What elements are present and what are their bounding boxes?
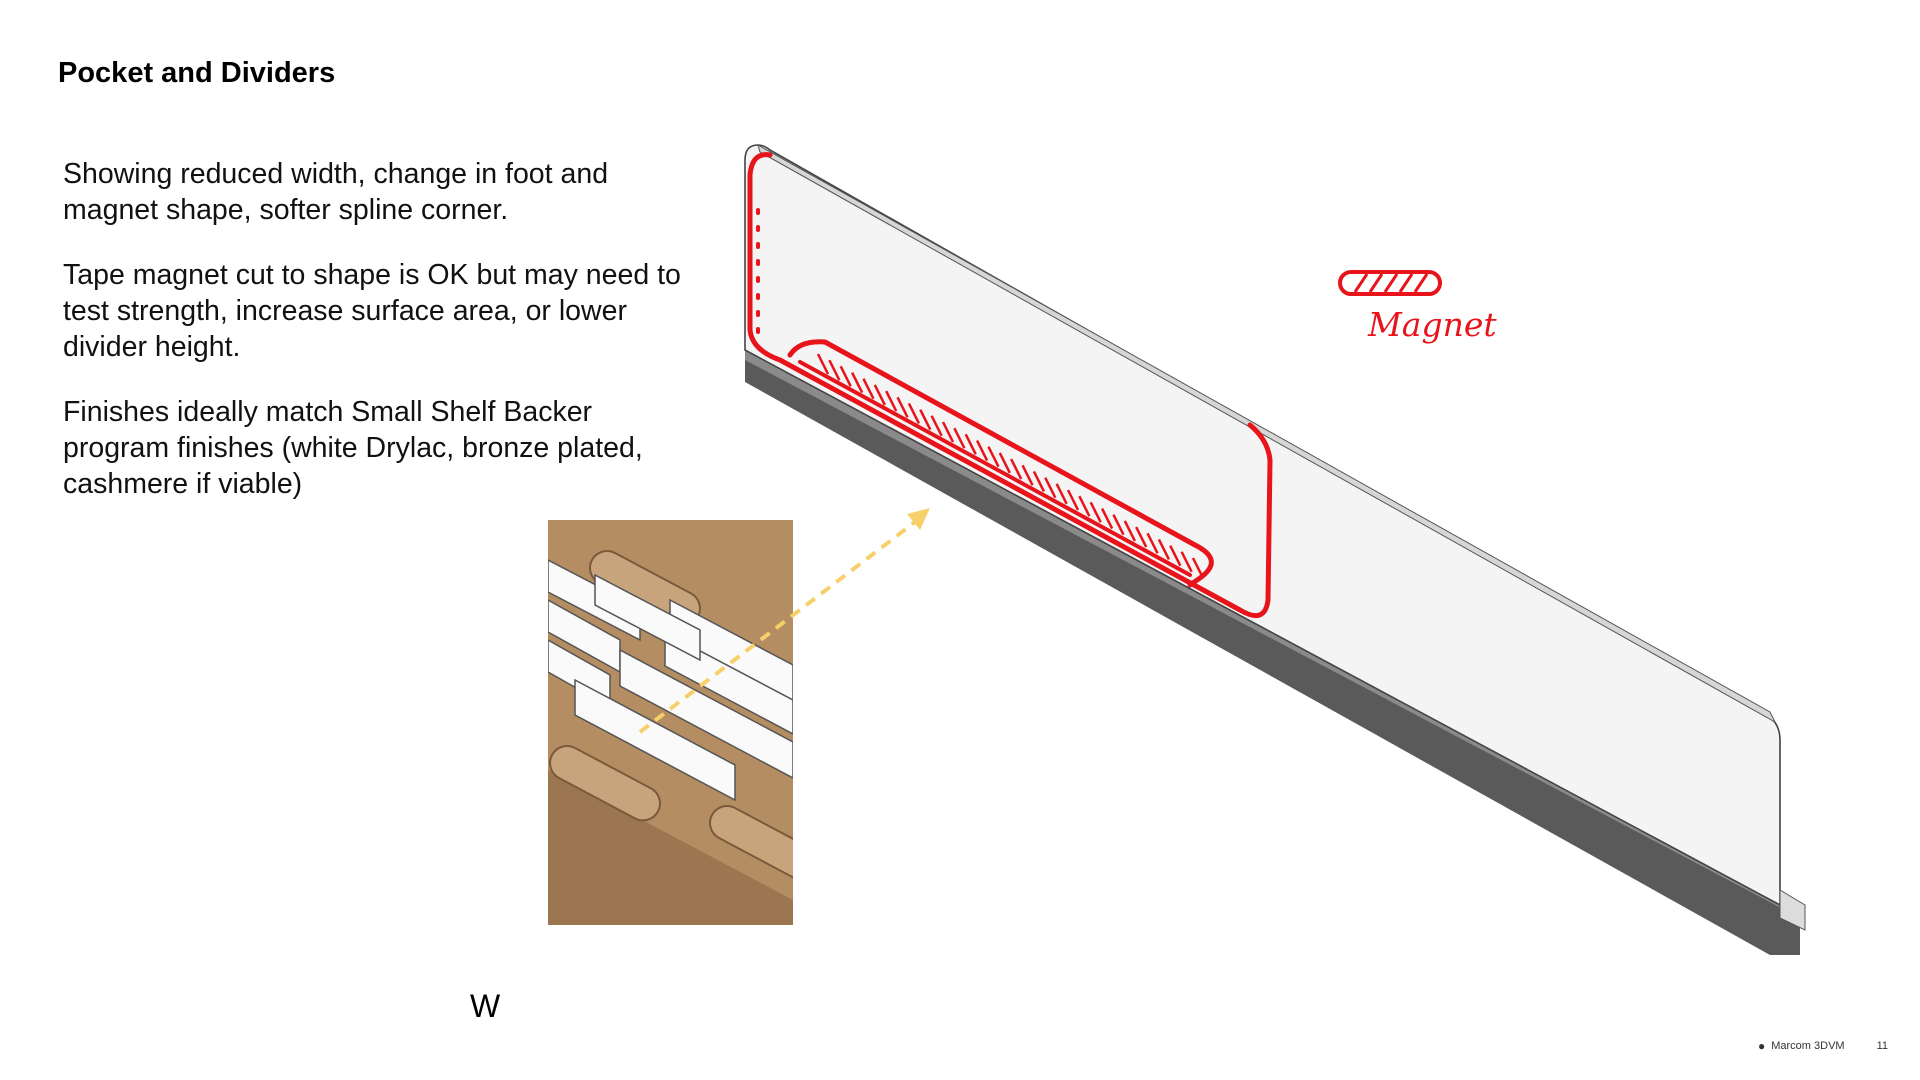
body-text: Showing reduced width, change in foot an…	[63, 156, 703, 531]
hatch-stroke	[1180, 551, 1193, 573]
hatch-stroke	[1078, 495, 1091, 517]
hatch-stroke	[1089, 501, 1102, 523]
hatch-stroke	[1010, 458, 1023, 480]
hatch-stroke	[816, 353, 830, 375]
hatch-stroke	[1169, 545, 1182, 567]
divider-render	[744, 143, 1806, 955]
magnet-annotation: Magnet	[1367, 305, 1497, 344]
hatch-stroke	[862, 378, 875, 400]
hatch-stroke	[907, 402, 921, 425]
hatch-stroke	[987, 446, 1000, 468]
hatch-stroke	[1112, 514, 1125, 536]
hatch-stroke	[885, 390, 898, 412]
hatch-stroke	[975, 439, 989, 462]
hatch-stroke	[1100, 507, 1114, 530]
hatch-stroke	[1146, 532, 1159, 554]
red-markup	[747, 152, 1273, 619]
hatch-stroke	[1066, 489, 1080, 511]
page-number: 11	[1876, 1040, 1888, 1052]
hatch-stroke	[1191, 557, 1205, 579]
hatch-stroke	[1135, 526, 1148, 548]
hatch-stroke	[919, 409, 932, 431]
hatch-stroke	[828, 359, 841, 381]
hatch-stroke	[1055, 483, 1068, 505]
hatch-stroke	[1123, 520, 1136, 542]
hatch-stroke	[839, 365, 852, 387]
hatch-stroke	[941, 421, 955, 443]
magnet-legend-icon	[1338, 270, 1442, 296]
hatch-stroke	[998, 452, 1011, 474]
hatch-stroke	[896, 396, 909, 418]
hatch-stroke	[1021, 464, 1034, 486]
hatch-stroke	[953, 427, 966, 449]
apple-icon: ●	[1757, 1039, 1766, 1053]
paragraph-3: Finishes ideally match Small Shelf Backe…	[63, 396, 643, 500]
hatch-stroke	[930, 415, 943, 437]
dashed-arrow	[638, 508, 930, 734]
stray-mark: W	[470, 988, 500, 1024]
hatch-stroke	[873, 384, 886, 406]
footer-brand: Marcom 3DVM	[1771, 1040, 1845, 1052]
hatch-stroke	[1032, 470, 1046, 493]
magnet-hatching	[816, 353, 1205, 579]
paragraph-1: Showing reduced width, change in foot an…	[63, 158, 609, 226]
paragraph-2: Tape magnet cut to shape is OK but may n…	[63, 259, 681, 363]
tray-render	[548, 520, 793, 925]
hatch-stroke	[964, 433, 977, 455]
hatch-stroke	[1157, 538, 1171, 561]
hatch-stroke	[1044, 477, 1057, 499]
footer: ● Marcom 3DVM 11	[1758, 1039, 1888, 1053]
slide-title: Pocket and Dividers	[58, 57, 336, 89]
hatch-stroke	[850, 371, 864, 394]
